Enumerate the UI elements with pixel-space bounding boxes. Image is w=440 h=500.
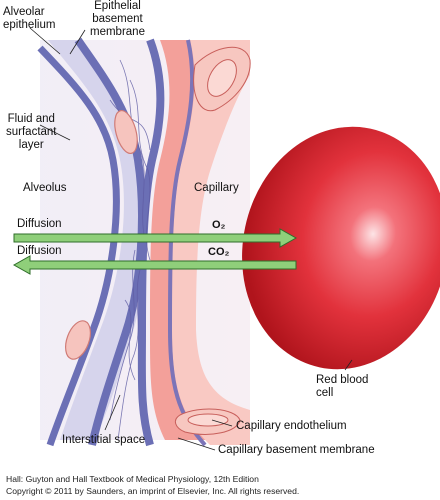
pointer-lines (29, 27, 353, 451)
co2-diffusion-arrow (12, 255, 297, 275)
label-red-blood-cell: Red blood cell (316, 374, 369, 399)
credit-line-2: Copyright © 2011 by Saunders, an imprint… (6, 486, 300, 496)
o2-diffusion-arrow (13, 228, 298, 248)
interstitial-fibers (109, 59, 151, 441)
endothelial-nucleus (187, 413, 229, 427)
label-fluid-and-surfactant-layer: Fluid and surfactant layer (6, 113, 57, 151)
epithelial-nucleus (114, 109, 138, 155)
epithelial-nucleus (65, 320, 91, 360)
label-alveolus: Alveolus (23, 182, 67, 194)
label-capillary-basement-membrane: Capillary basement membrane (218, 444, 375, 456)
capillary-endothelium-band (172, 40, 250, 445)
label-diffusion-o2: Diffusion (17, 218, 62, 230)
label-o2: O₂ (212, 219, 226, 231)
red-blood-cell (242, 126, 440, 370)
alveolar-epithelium-line (37, 45, 120, 447)
label-epithelial-basement-membrane: Epithelial basement membrane (90, 0, 145, 38)
label-co2: CO₂ (208, 246, 230, 258)
endothelial-nucleus (207, 59, 237, 97)
credit-line-1: Hall: Guyton and Hall Textbook of Medica… (6, 474, 259, 484)
label-diffusion-co2: Diffusion (17, 245, 62, 257)
label-capillary: Capillary (194, 182, 239, 194)
label-capillary-endothelium: Capillary endothelium (236, 420, 347, 432)
label-interstitial-space: Interstitial space (62, 434, 146, 446)
capillary-basement-membrane-line (137, 38, 165, 447)
label-alveolar-epithelium: Alveolar epithelium (3, 6, 56, 31)
